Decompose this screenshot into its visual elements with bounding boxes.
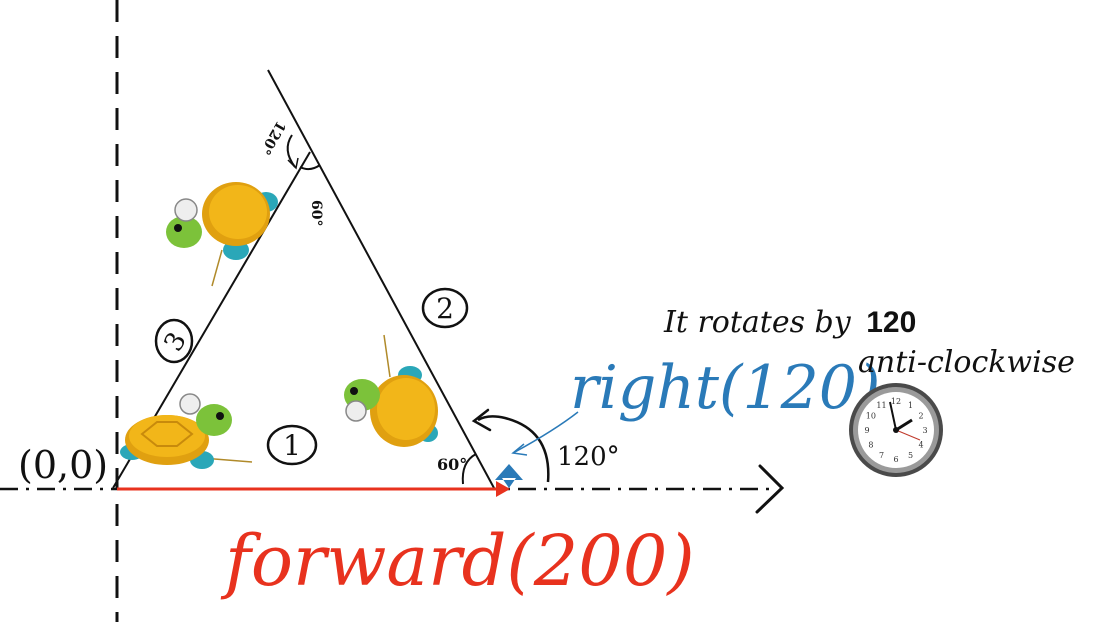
side-1-marker: 1 — [266, 424, 318, 466]
pointer-arrow — [514, 411, 579, 453]
angle-arc-top-outer — [286, 134, 296, 168]
rotation-note-line2: anti-clockwise — [858, 345, 1075, 380]
turtle-icon-bottom-right — [344, 334, 438, 447]
rotation-note-prefix: It rotates by — [663, 305, 852, 340]
clock-number: 2 — [919, 412, 924, 421]
side-3-label: 3 — [159, 327, 193, 356]
clock-second-hand — [895, 429, 921, 441]
turtle-icon-bottom-left — [120, 393, 253, 469]
right-command-label: right(120) — [570, 353, 880, 423]
angle-arc-top-outer-tick — [287, 157, 299, 170]
clock-number: 1 — [908, 401, 913, 410]
clock-number: 3 — [922, 426, 927, 435]
x-axis-arrowhead — [755, 464, 785, 514]
angle-label-exterior: 120° — [557, 442, 620, 472]
angle-arc-top-inner — [299, 164, 321, 171]
rotation-note-line1: It rotates by 120 — [663, 305, 916, 340]
angle-label-top-inner: 60° — [308, 200, 324, 226]
clock-number: 6 — [893, 455, 898, 464]
clock-number: 12 — [891, 397, 901, 406]
angle-arc-bottom-right — [461, 453, 477, 485]
rotation-arc-arrowhead — [471, 408, 492, 432]
clock-number: 9 — [864, 426, 869, 435]
side-2-marker: 2 — [421, 287, 469, 329]
angle-label-top-outer: 120° — [256, 118, 288, 157]
forward-arrowhead — [496, 481, 510, 497]
angle-label-bottom-right: 60° — [437, 455, 467, 474]
clock-number: 11 — [876, 401, 886, 410]
clock-number: 5 — [908, 451, 913, 460]
side-2-label: 2 — [436, 292, 454, 325]
origin-label: (0,0) — [18, 443, 108, 487]
clock-minute-hand — [889, 401, 897, 431]
clock-number: 4 — [919, 441, 924, 450]
triangle-side-2 — [267, 69, 495, 489]
turtle-cursor-icon — [495, 464, 523, 488]
pointer-arrowhead — [511, 443, 528, 456]
forward-command-label: forward(200) — [220, 520, 695, 602]
rotation-note-value: 120 — [866, 306, 916, 339]
side-1-label: 1 — [283, 429, 301, 462]
clock-hour-hand — [895, 418, 913, 432]
clock-number: 8 — [868, 441, 873, 450]
side-3-marker: 3 — [154, 318, 194, 364]
rotation-arc — [477, 415, 550, 483]
clock-number: 10 — [866, 412, 876, 421]
turtle-icon-top-left — [166, 182, 278, 287]
clock-number: 7 — [879, 451, 884, 460]
